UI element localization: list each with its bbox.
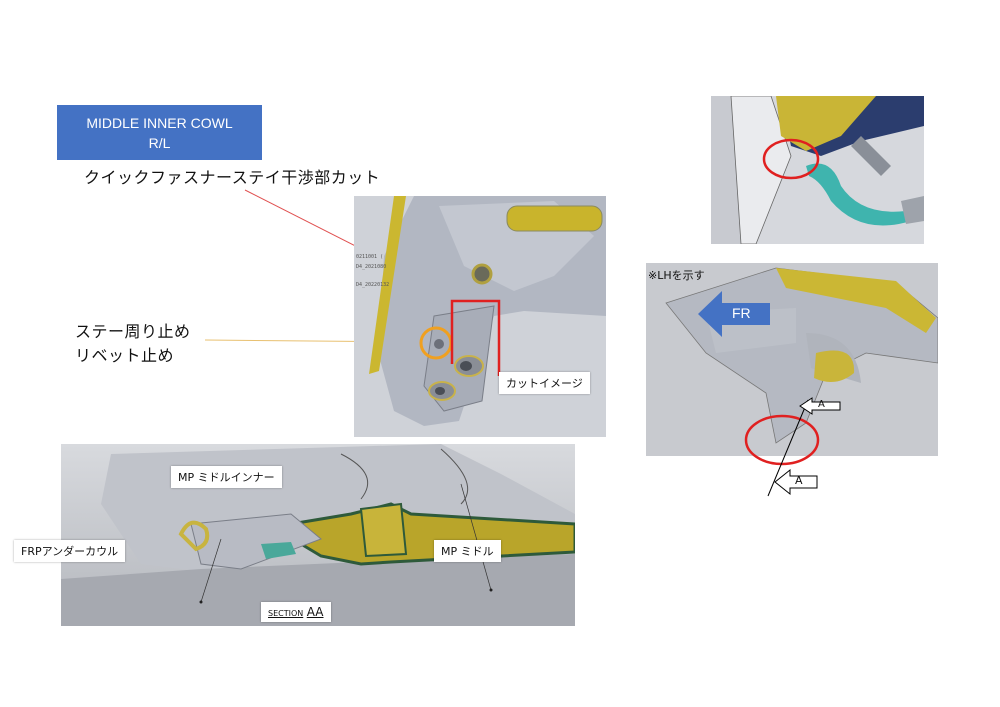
id-text-1: 0211001 ( — [356, 254, 383, 260]
frp-under-cowl-label: FRPアンダーカウル — [14, 540, 126, 562]
section-aa-label: SECTION AA — [261, 602, 331, 622]
id-text-3: D4_20220132 — [356, 282, 389, 288]
section-aa-view: MP ミドルインナー MP ミドル SECTION AA — [61, 444, 575, 626]
title-box: MIDDLE INNER COWL R/L — [57, 105, 262, 160]
rivet-callout-line1: ステー周り止め — [75, 322, 191, 341]
mp-middle-inner-label: MP ミドルインナー — [171, 466, 282, 488]
cut-image-label: カットイメージ — [499, 372, 590, 394]
cut-outline — [450, 299, 501, 376]
fr-arrow-icon — [698, 291, 770, 337]
section-name: AA — [306, 605, 324, 619]
rivet-callout-line2: リベット止め — [75, 346, 175, 365]
top-right-cad-view — [711, 96, 924, 244]
cut-callout: クイックファスナーステイ干渉部カット — [84, 168, 381, 187]
section-marker-upper-icon — [799, 397, 841, 415]
top-right-highlight-circle — [762, 138, 820, 180]
overview-cad-view: FR ※LHを示す — [646, 263, 938, 456]
title-line2: R/L — [148, 134, 171, 151]
section-marker-upper: A — [818, 399, 825, 410]
section-marker-lower-icon — [774, 468, 818, 496]
id-text-2: D4_2021080 — [356, 264, 386, 270]
detail-cad-view: 0211001 ( D4_2021080 D4_20220132 カットイメージ — [354, 196, 606, 437]
lh-note: ※LHを示す — [648, 269, 705, 282]
section-marker-lower: A — [795, 474, 803, 487]
rivet-callout: ステー周り止め リベット止め — [75, 320, 191, 368]
mp-middle-label: MP ミドル — [434, 540, 501, 562]
section-prefix: SECTION — [268, 609, 304, 618]
title-line1: MIDDLE INNER COWL — [86, 114, 233, 131]
overview-highlight-circle — [744, 414, 820, 466]
fr-arrow-label: FR — [732, 305, 751, 321]
